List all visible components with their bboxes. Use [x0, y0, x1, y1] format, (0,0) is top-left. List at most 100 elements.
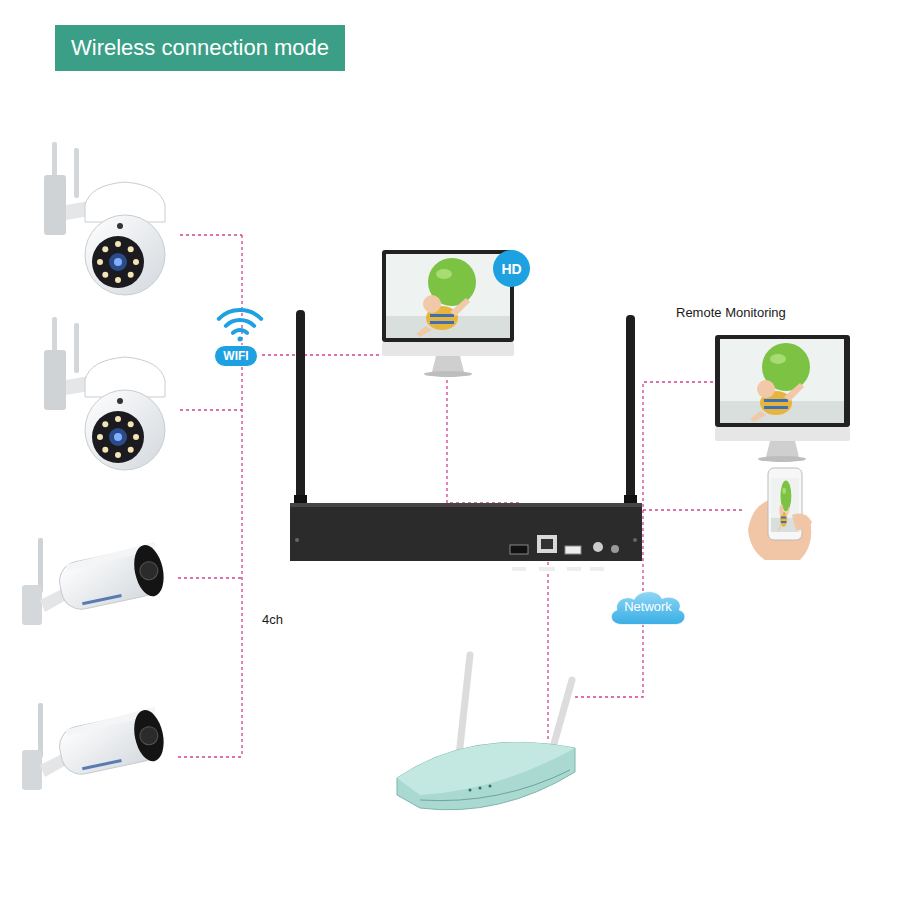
wiring	[643, 509, 745, 510]
phone-in-hand	[792, 514, 812, 531]
router	[469, 789, 472, 792]
ptz-camera	[117, 398, 123, 404]
bullet-camera	[22, 585, 42, 625]
wiring	[178, 577, 242, 578]
ptz-camera	[128, 421, 134, 427]
ptz-camera	[44, 317, 165, 470]
ptz-camera	[114, 258, 122, 266]
nvr-recorder	[290, 310, 642, 571]
bullet-camera	[22, 538, 168, 625]
local-monitor	[424, 371, 472, 377]
nvr-recorder	[593, 542, 603, 552]
nvr-recorder	[611, 545, 619, 553]
router	[397, 655, 575, 810]
ptz-camera	[92, 411, 144, 463]
remote-monitoring-label: Remote Monitoring	[676, 305, 786, 321]
ptz-camera	[115, 416, 121, 422]
local-monitor	[382, 342, 514, 356]
nvr-recorder	[541, 539, 553, 549]
nvr-recorder	[567, 567, 581, 571]
bullet-camera	[55, 541, 168, 614]
ptz-camera	[92, 236, 144, 288]
remote-monitor	[715, 335, 850, 427]
ptz-camera	[97, 434, 103, 440]
remote-monitor	[715, 335, 850, 462]
wifi-icon	[219, 310, 261, 341]
hd-badge: HD	[493, 250, 530, 287]
ptz-camera	[128, 447, 134, 453]
ptz-camera	[102, 246, 108, 252]
ptz-camera	[44, 175, 66, 235]
remote-monitor	[720, 339, 844, 423]
title-text: Wireless connection mode	[71, 34, 329, 62]
remote-monitor	[715, 427, 850, 441]
remote-monitor	[758, 456, 806, 462]
wifi-icon	[226, 320, 254, 326]
wiring	[178, 756, 242, 757]
bullet-camera	[138, 560, 159, 581]
ptz-camera	[74, 323, 79, 373]
wifi-icon	[219, 310, 261, 319]
ptz-camera	[44, 350, 66, 410]
ptz-camera	[85, 215, 165, 295]
ptz-camera	[115, 452, 121, 458]
nvr-recorder	[590, 567, 604, 571]
bullet-camera	[82, 759, 122, 770]
nvr-recorder	[633, 538, 637, 542]
bullet-camera	[38, 538, 43, 593]
nvr-recorder	[565, 546, 581, 554]
nvr-recorder	[510, 545, 528, 554]
ptz-camera	[109, 428, 127, 446]
nvr-recorder	[537, 535, 557, 553]
router	[420, 770, 570, 801]
bullet-camera	[130, 707, 168, 764]
ptz-camera	[133, 259, 139, 265]
ptz-camera	[109, 253, 127, 271]
ptz-camera	[128, 272, 134, 278]
bullet-camera	[82, 594, 122, 605]
node-text: WIFI	[223, 349, 248, 363]
bullet-camera	[130, 542, 168, 599]
ptz-camera	[114, 433, 122, 441]
wiring	[262, 354, 380, 355]
wiring	[178, 235, 745, 757]
nvr-recorder	[296, 310, 305, 500]
bullet-camera	[55, 706, 168, 779]
node-text: HD	[501, 261, 521, 277]
bullet-camera	[38, 703, 43, 758]
ptz-camera	[117, 223, 123, 229]
phone-in-hand	[748, 468, 812, 560]
router	[397, 742, 575, 810]
nvr-recorder	[290, 503, 642, 507]
cloud-shape	[611, 592, 685, 625]
ptz-camera	[74, 148, 79, 198]
ptz-camera	[102, 272, 108, 278]
router	[479, 787, 482, 790]
network-cloud: Network	[607, 588, 689, 626]
bullet-camera	[138, 725, 159, 746]
ptz-camera	[97, 259, 103, 265]
nvr-recorder	[295, 538, 299, 542]
ptz-camera	[102, 421, 108, 427]
ptz-camera	[128, 246, 134, 252]
nvr-recorder	[290, 503, 642, 561]
wifi-icon	[233, 330, 247, 333]
remote-monitor	[766, 441, 799, 457]
wiring	[241, 235, 242, 757]
title-banner: Wireless connection mode	[55, 25, 345, 71]
local-monitor	[432, 356, 464, 372]
wifi-badge: WIFI	[214, 345, 258, 367]
router	[397, 742, 575, 795]
node-text: Network	[624, 599, 672, 615]
ptz-camera	[102, 447, 108, 453]
ptz-camera	[85, 390, 165, 470]
bullet-camera	[22, 750, 42, 790]
nvr-recorder	[539, 567, 555, 571]
ptz-camera	[115, 277, 121, 283]
nvr-recorder	[512, 567, 526, 571]
ptz-camera	[133, 434, 139, 440]
nvr-recorder	[626, 315, 635, 500]
local-monitor	[386, 254, 510, 338]
